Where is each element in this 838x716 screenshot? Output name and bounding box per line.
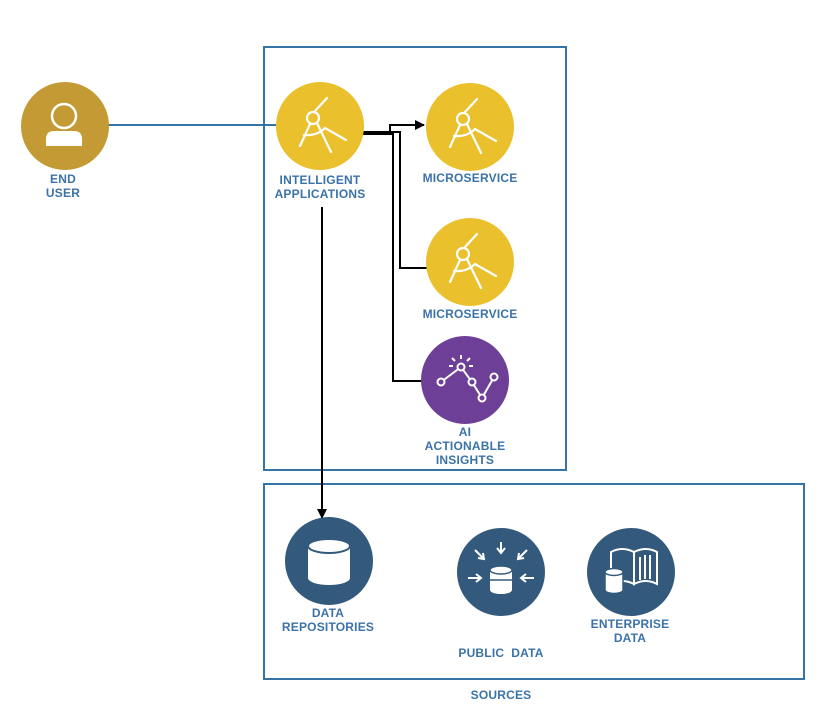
- apps-to-microservice-1-arrow: [355, 120, 425, 133]
- architecture-diagram: [21, 46, 805, 680]
- apps-to-microservice-2-connector: [355, 131, 428, 269]
- application-layer-container: [263, 46, 567, 471]
- microservice-2-node: [426, 218, 514, 306]
- data-layer-container: [263, 483, 805, 680]
- compass-icon: [298, 96, 348, 154]
- enterprise-data-label: ENTERPRISE DATA: [590, 617, 670, 645]
- data-repositories-node: [285, 517, 373, 605]
- user-icon-body: [46, 131, 82, 146]
- end-user-node: [21, 82, 109, 170]
- intelligent-applications-label: INTELLIGENT APPLICATIONS: [274, 173, 366, 201]
- public-data-sources-node: [457, 528, 545, 616]
- ai-insights-node: [421, 336, 509, 424]
- microservice-2-label: MICROSERVICE: [422, 307, 518, 321]
- database-icon: [307, 538, 351, 585]
- enterprise-data-node: [587, 528, 675, 616]
- database-icon: [604, 567, 624, 595]
- microservice-1-label: MICROSERVICE: [422, 171, 518, 185]
- intelligent-applications-node: [276, 82, 364, 170]
- microservice-1-node: [426, 83, 514, 171]
- apps-to-ai-insights-connector: [355, 133, 424, 382]
- compass-icon: [448, 232, 498, 290]
- insights-chart-icon: [436, 355, 499, 403]
- public-data-sources-label: PUBLIC DATA SOURCES: [458, 646, 544, 702]
- compass-icon: [448, 97, 498, 155]
- end-user-label: END USER: [45, 172, 81, 200]
- ai-insights-label: AI ACTIONABLE INSIGHTS: [424, 425, 506, 467]
- user-icon: [50, 102, 78, 130]
- data-repositories-label: DATA REPOSITORIES: [281, 606, 375, 634]
- data-ingest-icon: [468, 542, 534, 594]
